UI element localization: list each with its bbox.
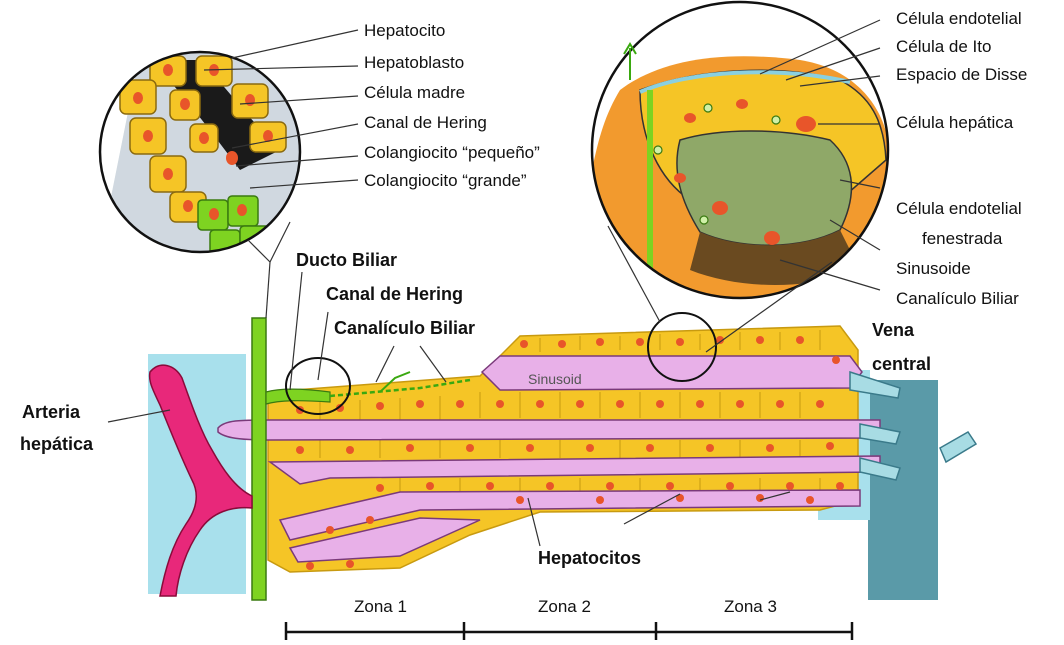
label-hepatocitos: Hepatocitos — [538, 548, 641, 568]
label-hepatocito: Hepatocito — [364, 21, 445, 40]
label-vena: Vena — [872, 320, 915, 340]
label-hepatoblasto: Hepatoblasto — [364, 53, 464, 72]
label-zona-2: Zona 2 — [538, 597, 591, 616]
label-canal-hering-inset: Canal de Hering — [364, 113, 487, 132]
label-canaliculo-biliar-inset: Canalículo Biliar — [896, 289, 1019, 308]
right-inset — [592, 2, 892, 302]
label-zona-1: Zona 1 — [354, 597, 407, 616]
central-vein-area — [868, 380, 938, 600]
label-canal-hering-main: Canal de Hering — [326, 284, 463, 304]
sinusoid-label: Sinusoid — [528, 371, 582, 387]
label-espacio-disse: Espacio de Disse — [896, 65, 1027, 84]
label-colangiocito-pequeno: Colangiocito “pequeño” — [364, 143, 540, 162]
label-central: central — [872, 354, 931, 374]
label-celula-madre: Célula madre — [364, 83, 465, 102]
left-inset — [100, 52, 300, 254]
label-endotelial-fenestrada-2: fenestrada — [922, 229, 1003, 248]
label-sinusoide: Sinusoide — [896, 259, 971, 278]
label-canaliculo-biliar-main: Canalículo Biliar — [334, 318, 475, 338]
label-zona-3: Zona 3 — [724, 597, 777, 616]
label-arteria: Arteria — [22, 402, 81, 422]
label-ducto-biliar: Ducto Biliar — [296, 250, 397, 270]
label-endotelial-fenestrada-1: Célula endotelial — [896, 199, 1022, 218]
label-colangiocito-grande: Colangiocito “grande” — [364, 171, 527, 190]
label-hepatica: hepática — [20, 434, 94, 454]
label-celula-hepatica: Célula hepática — [896, 113, 1014, 132]
label-celula-ito: Célula de Ito — [896, 37, 991, 56]
label-celula-endotelial: Célula endotelial — [896, 9, 1022, 28]
zone-scale — [286, 622, 852, 640]
